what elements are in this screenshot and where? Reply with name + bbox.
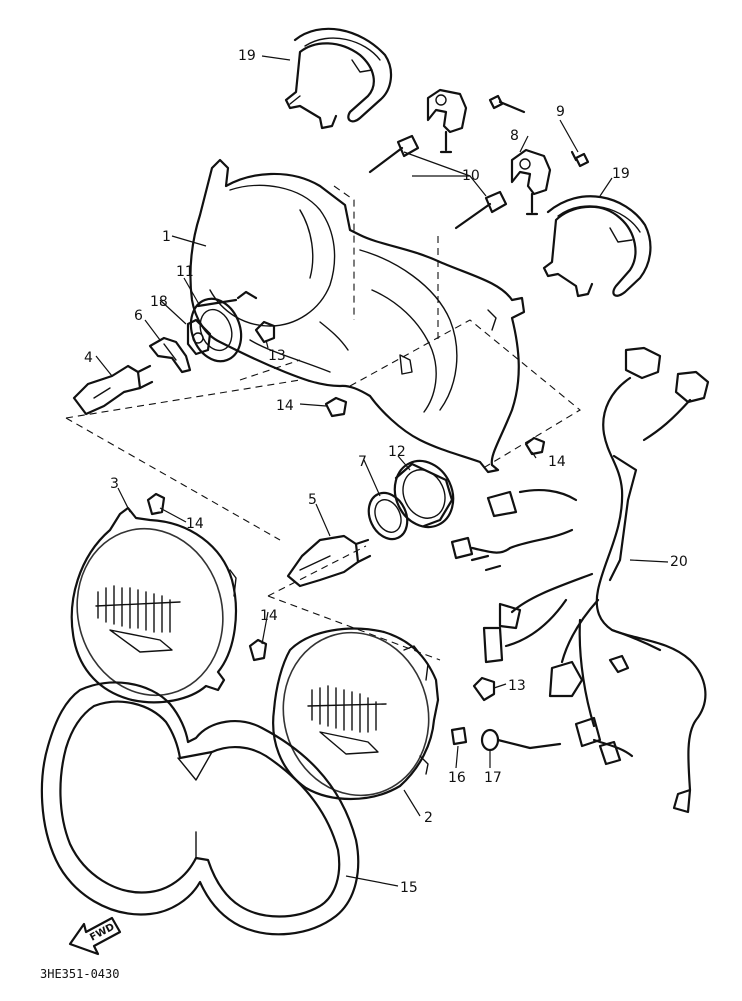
callout-3: 3	[110, 476, 119, 492]
drawing-code: 3HE351-0430	[40, 967, 119, 981]
callout-20: 20	[670, 554, 688, 570]
part-12-ring[interactable]	[384, 451, 463, 536]
part-8-lower-bracket[interactable]	[510, 148, 552, 216]
part-14-grommet-a[interactable]	[324, 396, 348, 418]
callout-13b: 13	[508, 678, 526, 694]
part-19-upper-rim[interactable]	[284, 27, 393, 130]
part-15-bezel[interactable]	[40, 681, 360, 936]
callout-17: 17	[484, 770, 502, 786]
callout-14d: 14	[260, 608, 278, 624]
callout-13a: 13	[268, 348, 286, 364]
part-2-right-headlight[interactable]	[265, 616, 447, 812]
callout-9: 9	[556, 104, 565, 120]
part-4-bulb[interactable]	[72, 364, 154, 416]
callout-16: 16	[448, 770, 466, 786]
assembly-guides-upper	[65, 185, 581, 661]
part-17-socket[interactable]	[480, 728, 562, 752]
callout-2: 2	[424, 810, 433, 826]
callout-14b: 14	[548, 454, 566, 470]
part-10-bolts[interactable]	[368, 134, 508, 230]
callout-4: 4	[84, 350, 93, 366]
callout-7: 7	[358, 454, 367, 470]
part-14-grommet-b[interactable]	[524, 436, 546, 456]
callout-numbers: 19 1 9 8 10 19 11 18 6 4 13 14 14 12 7 3…	[84, 48, 688, 896]
callout-1: 1	[162, 229, 171, 245]
part-14-grommet-c[interactable]	[146, 492, 166, 516]
part-14-grommet-d[interactable]	[248, 638, 268, 662]
forward-arrow: FWD	[68, 916, 122, 956]
callout-8: 8	[510, 128, 519, 144]
part-19-right-rim[interactable]	[542, 195, 652, 298]
part-8-upper-bracket[interactable]	[426, 88, 468, 154]
leader-lines	[95, 55, 669, 887]
part-1-housing[interactable]	[189, 158, 526, 474]
callout-10: 10	[462, 168, 480, 184]
part-13-grommet-upper[interactable]	[254, 320, 276, 344]
callout-15: 15	[400, 880, 418, 896]
callout-14a: 14	[276, 398, 294, 414]
callout-19b: 19	[612, 166, 630, 182]
part-13-grommet-lower[interactable]	[472, 676, 496, 702]
part-7-ring[interactable]	[362, 487, 415, 546]
callout-11: 11	[176, 264, 194, 280]
part-3-left-headlight[interactable]	[59, 506, 242, 712]
callout-18: 18	[150, 294, 168, 310]
callout-6: 6	[134, 308, 143, 324]
callout-19a: 19	[238, 48, 256, 64]
part-5-bulb[interactable]	[286, 534, 372, 588]
part-16-bulb[interactable]	[450, 726, 468, 746]
part-18-bulb-holder[interactable]	[186, 318, 212, 356]
callout-12: 12	[388, 444, 406, 460]
part-9-screws[interactable]	[488, 94, 590, 168]
part-6-clip[interactable]	[148, 336, 192, 374]
callout-5: 5	[308, 492, 317, 508]
part-20-wire-harness[interactable]	[450, 346, 710, 814]
callout-14c: 14	[186, 516, 204, 532]
